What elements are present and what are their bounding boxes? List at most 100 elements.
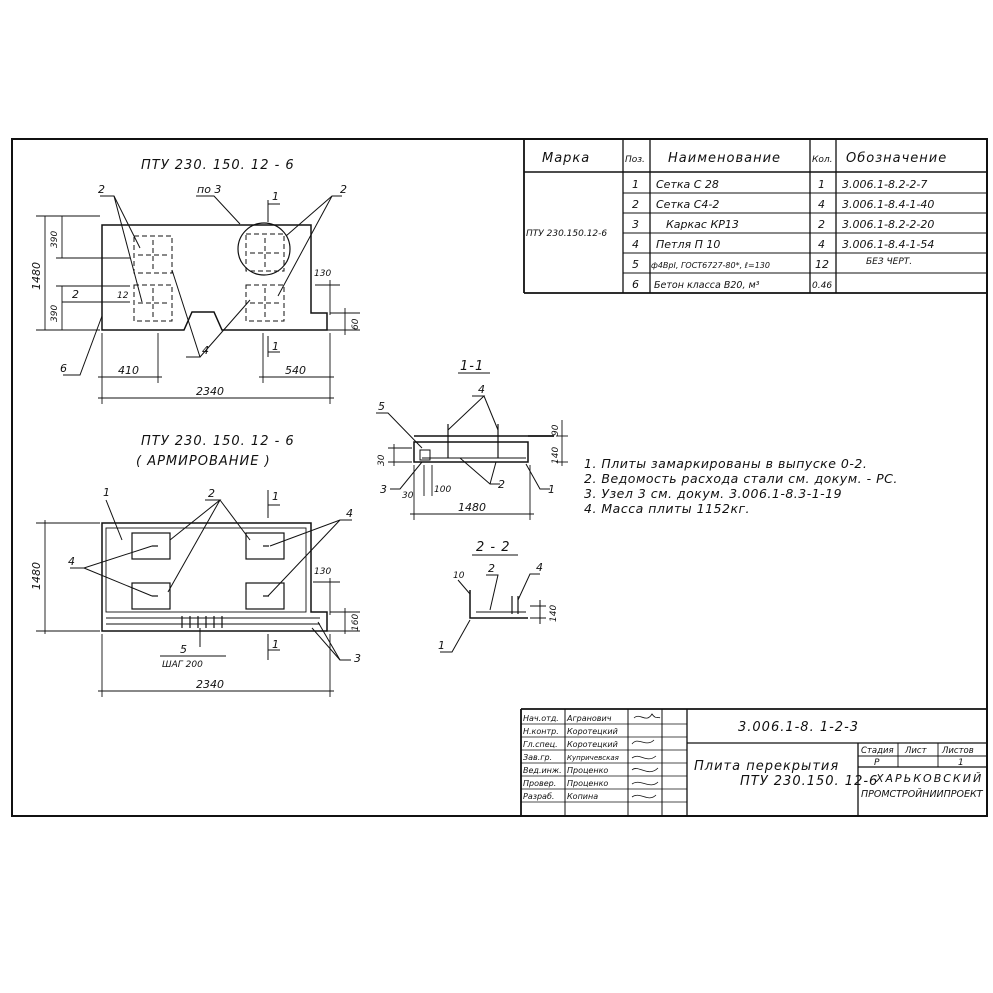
section22-leaders <box>440 573 546 653</box>
staff-name: Проценко <box>567 779 608 788</box>
spec-row-pos: 6 <box>632 278 639 291</box>
spec-row-name: Каркас КР13 <box>666 218 739 231</box>
arm-dim-label: 160 <box>351 614 361 631</box>
notes: 1. Плиты замаркированы в выпуске 0-2. 2.… <box>584 456 898 516</box>
section22-pos2-label: 2 <box>488 562 495 575</box>
spec-row-code: 3.006.1-8.2-2-20 <box>842 218 934 231</box>
spec-row-pos: 2 <box>632 198 639 211</box>
arm-title: ПТУ 230. 150. 12 - 6 <box>141 434 295 449</box>
arm-cut-label: 1 <box>272 490 279 503</box>
plan-cut-label: 1 <box>272 190 279 203</box>
spec-row-name: Петля П 10 <box>656 238 720 251</box>
section11-dim-label: 30 <box>402 491 414 501</box>
arm-pos1-label: 1 <box>103 486 110 499</box>
arm-dimensions <box>36 520 360 697</box>
plan-dim-label: 130 <box>314 269 331 279</box>
spec-header-pos: Поз. <box>625 155 645 165</box>
plan-view <box>101 224 328 331</box>
document-code: 3.006.1-8. 1-2-3 <box>738 720 859 735</box>
staff-name: Копина <box>567 792 598 801</box>
section22-title: 2 - 2 <box>476 540 511 555</box>
spec-row: 5 ф4ВрI, ГОСТ6727-80*, ℓ=130 12 БЕЗ ЧЕРТ… <box>632 257 912 271</box>
section11-pos3-label: 3 <box>380 483 387 496</box>
section11-pos1-label: 1 <box>548 483 555 496</box>
spec-row-name: Сетка С4-2 <box>656 198 719 211</box>
section11-title: 1-1 <box>460 359 484 374</box>
arm-pos5-label: 5 <box>180 643 187 656</box>
staff-role: Вед.инж. <box>523 766 562 775</box>
spec-row-code: 3.006.1-8.4-1-54 <box>842 238 934 251</box>
plan-cut-label: 12 <box>117 291 129 301</box>
staff-name: Агранович <box>566 714 612 723</box>
specification-table <box>523 139 987 294</box>
spec-header-mark: Марка <box>542 151 590 166</box>
spec-row-pos: 1 <box>632 178 639 191</box>
section11-pos2-label: 2 <box>498 478 505 491</box>
section22-pos4-label: 4 <box>536 561 543 574</box>
spec-row-pos: 5 <box>632 258 639 271</box>
plan-dim-label: 1480 <box>30 262 43 290</box>
sheet-frame <box>11 138 988 817</box>
plan-dim-label: 410 <box>118 364 139 377</box>
staff-role: Зав.гр. <box>523 753 552 762</box>
arm-view <box>101 522 328 632</box>
drawing-title-line2: ПТУ 230.150. 12-6 <box>740 774 878 789</box>
plan-pos3-label: по 3 <box>197 183 221 196</box>
section11-dim-label: 30 <box>377 454 387 466</box>
section11-dimensions <box>388 420 568 520</box>
plan-dim-label: 390 <box>50 231 60 248</box>
plan-detail-circle <box>237 222 291 276</box>
spec-row-code: 3.006.1-8.4-1-40 <box>842 198 934 211</box>
arm-dim-label: 2340 <box>196 678 224 691</box>
arm-loops <box>152 545 269 628</box>
plan-dimensions <box>36 215 360 404</box>
arm-dim-label: 130 <box>314 567 331 577</box>
plan-pos4-label: 4 <box>202 344 209 357</box>
stage-label: Стадия <box>861 746 894 756</box>
plan-title: ПТУ 230. 150. 12 - 6 <box>141 158 295 173</box>
spec-row-name: Сетка С 28 <box>656 178 719 191</box>
arm-dim-label: 1480 <box>30 562 43 590</box>
staff-name: Купричевская <box>567 754 619 762</box>
spec-row-code: 3.006.1-8.2-2-7 <box>842 178 927 191</box>
spec-row-qty: 4 <box>818 198 825 211</box>
plan-cut-label: 2 <box>72 288 79 301</box>
spec-row: 2 Сетка С4-2 4 3.006.1-8.4-1-40 <box>632 198 934 211</box>
spec-header-qty: Кол. <box>812 155 833 165</box>
spec-row-pos: 3 <box>632 218 639 231</box>
note-line: 2. Ведомость расхода стали см. докум. - … <box>584 471 898 486</box>
plan-dim-label: 540 <box>285 364 306 377</box>
staff-list: Нач.отд. Агранович Н.контр. Коротецкий Г… <box>523 714 619 801</box>
plan-dim-label: 390 <box>50 305 60 322</box>
staff-role: Н.контр. <box>523 727 559 736</box>
title-block <box>520 708 987 816</box>
staff-role: Провер. <box>523 779 556 788</box>
plan-pos2-label: 2 <box>340 183 347 196</box>
staff-name: Коротецкий <box>567 727 618 736</box>
section11-dim-label: 100 <box>434 485 451 495</box>
section22-drawing <box>469 590 528 619</box>
spec-row: 6 Бетон класса В20, м³ 0.46 <box>632 278 832 291</box>
arm-pos4-label: 4 <box>68 555 75 568</box>
arm-leaders <box>70 490 352 661</box>
spec-row-qty: 1 <box>818 178 825 191</box>
spec-row: 4 Петля П 10 4 3.006.1-8.4-1-54 <box>632 238 934 251</box>
plan-pos6-label: 6 <box>60 362 67 375</box>
section11-pos4-label: 4 <box>478 383 485 396</box>
staff-role: Гл.спец. <box>523 740 558 749</box>
section11-pos5-label: 5 <box>378 400 385 413</box>
stage-value: Р <box>874 758 880 768</box>
organization-line1: ХАРЬКОВСКИЙ <box>875 772 983 785</box>
plan-leaders <box>63 195 342 376</box>
arm-pos4-label: 4 <box>346 507 353 520</box>
organization-line2: ПРОМСТРОЙНИИПРОЕКТ <box>861 788 984 800</box>
arm-step-label: ШАГ 200 <box>162 660 203 670</box>
spec-row: 3 Каркас КР13 2 3.006.1-8.2-2-20 <box>632 218 934 231</box>
section11-dim-label: 140 <box>551 447 561 464</box>
staff-role: Разраб. <box>523 792 554 801</box>
section22-dim-label: 140 <box>549 605 559 622</box>
note-line: 4. Масса плиты 1152кг. <box>584 501 750 516</box>
spec-row-pos: 4 <box>632 238 639 251</box>
plan-dim-label: 2340 <box>196 385 224 398</box>
